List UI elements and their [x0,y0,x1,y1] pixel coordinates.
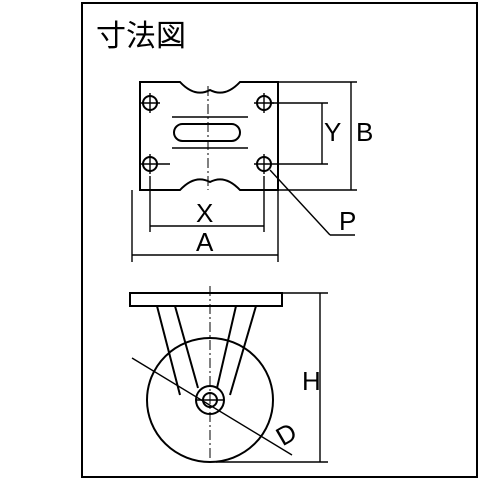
outer-frame [81,2,478,478]
label-x: X [196,198,213,228]
dimension-x: X [149,176,265,232]
caster-bracket [156,305,257,396]
label-d: D [271,416,302,451]
label-b: B [356,117,373,147]
dimension-y: Y [272,102,341,165]
dimension-h: H [216,292,328,463]
hole-crosshairs [140,93,278,174]
label-h: H [302,366,321,396]
top-plate [129,292,283,307]
dimension-b: B [278,81,373,191]
caster-side-view [129,286,283,463]
label-a: A [196,227,214,257]
diagram-title: 寸法図 [96,19,186,54]
plate-slot [173,123,241,142]
label-p: P [339,206,356,236]
top-plate-view [139,81,279,191]
dimension-a: A [131,190,279,262]
mounting-plate-outline [139,81,279,191]
label-y: Y [324,117,341,147]
dimension-d: D [131,357,302,456]
leader-p: P [269,169,356,236]
